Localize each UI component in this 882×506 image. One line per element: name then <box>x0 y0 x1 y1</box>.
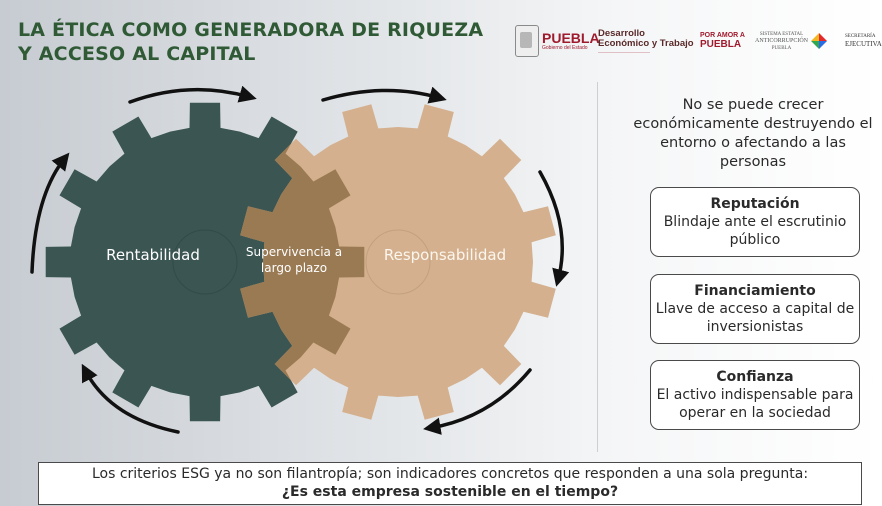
por-amor-logo-main: PUEBLA <box>700 39 742 50</box>
card-title: Financiamiento <box>694 283 816 299</box>
rentabilidad-gear-icon <box>45 102 365 422</box>
sea-logo-line3: PUEBLA <box>771 45 792 51</box>
puebla-logo: PUEBLA Gobierno del Estado <box>515 22 600 60</box>
arrow-bottom-left-icon <box>81 363 180 434</box>
supervivencia-label: Supervivencia a largo plazo <box>245 245 343 275</box>
pixel-mark-icon <box>811 33 828 49</box>
coat-of-arms-icon <box>515 25 539 57</box>
arrow-left-icon <box>30 152 70 274</box>
rentabilidad-label: Rentabilidad <box>106 246 200 264</box>
arrow-right-icon <box>538 170 570 287</box>
arrow-top-left-icon <box>128 85 257 104</box>
responsabilidad-label: Responsabilidad <box>383 246 507 264</box>
card-financiamiento: Financiamiento Llave de acceso a capital… <box>650 274 860 344</box>
intro-text: No se puede crecer económicamente destru… <box>633 97 873 170</box>
footer-question: ¿Es esta empresa sostenible en el tiempo… <box>281 484 619 500</box>
sea-logo-line2: ANTICORRUPCIÓN <box>755 37 809 44</box>
sistema-anticorrupcion-logo: SISTEMA ESTATAL ANTICORRUPCIÓN PUEBLA <box>755 22 828 60</box>
desarrollo-logo: Desarrollo Económico y Trabajo —————————… <box>598 22 694 60</box>
footer-box: Los criterios ESG ya no son filantropía;… <box>38 462 862 505</box>
card-confianza: Confianza El activo indispensable para o… <box>650 360 860 430</box>
por-amor-logo-top: POR AMOR A <box>700 32 745 39</box>
card-title: Confianza <box>716 369 794 385</box>
desarrollo-logo-line2: Económico y Trabajo <box>598 37 694 49</box>
puebla-logo-subtext: Gobierno del Estado <box>542 45 588 51</box>
puebla-logo-text: PUEBLA <box>542 30 600 46</box>
desarrollo-logo-line1: Desarrollo <box>598 27 645 39</box>
card-body: Blindaje ante el escrutinio público <box>663 214 847 248</box>
por-amor-puebla-logo: POR AMOR A PUEBLA <box>700 22 745 60</box>
card-reputacion: Reputación Blindaje ante el escrutinio p… <box>650 187 860 257</box>
left-gear-hub-icon <box>172 229 238 295</box>
secretaria-logo-line1: SECRETARÍA <box>845 34 876 39</box>
arrow-top-right-icon <box>321 86 447 104</box>
sea-logo-line1: SISTEMA ESTATAL <box>759 31 804 37</box>
right-gear-hub-icon <box>365 229 431 295</box>
card-title: Reputación <box>710 196 800 212</box>
desarrollo-logo-underline: ————————————— <box>598 48 650 54</box>
secretaria-ejecutiva-logo: SECRETARÍA EJECUTIVA <box>845 22 882 60</box>
slide-title: LA ÉTICA COMO GENERADORA DE RIQUEZA Y AC… <box>18 19 484 65</box>
gears-diagram <box>30 85 570 435</box>
secretaria-logo-line2: EJECUTIVA <box>845 40 882 48</box>
footer-text: Los criterios ESG ya no son filantropía;… <box>91 466 809 482</box>
card-body: El activo indispensable para operar en l… <box>656 387 854 421</box>
card-body: Llave de acceso a capital de inversionis… <box>655 301 855 335</box>
vertical-divider <box>597 82 598 452</box>
arrow-bottom-right-icon <box>423 368 532 435</box>
logo-bar: PUEBLA Gobierno del Estado Desarrollo Ec… <box>515 22 882 60</box>
